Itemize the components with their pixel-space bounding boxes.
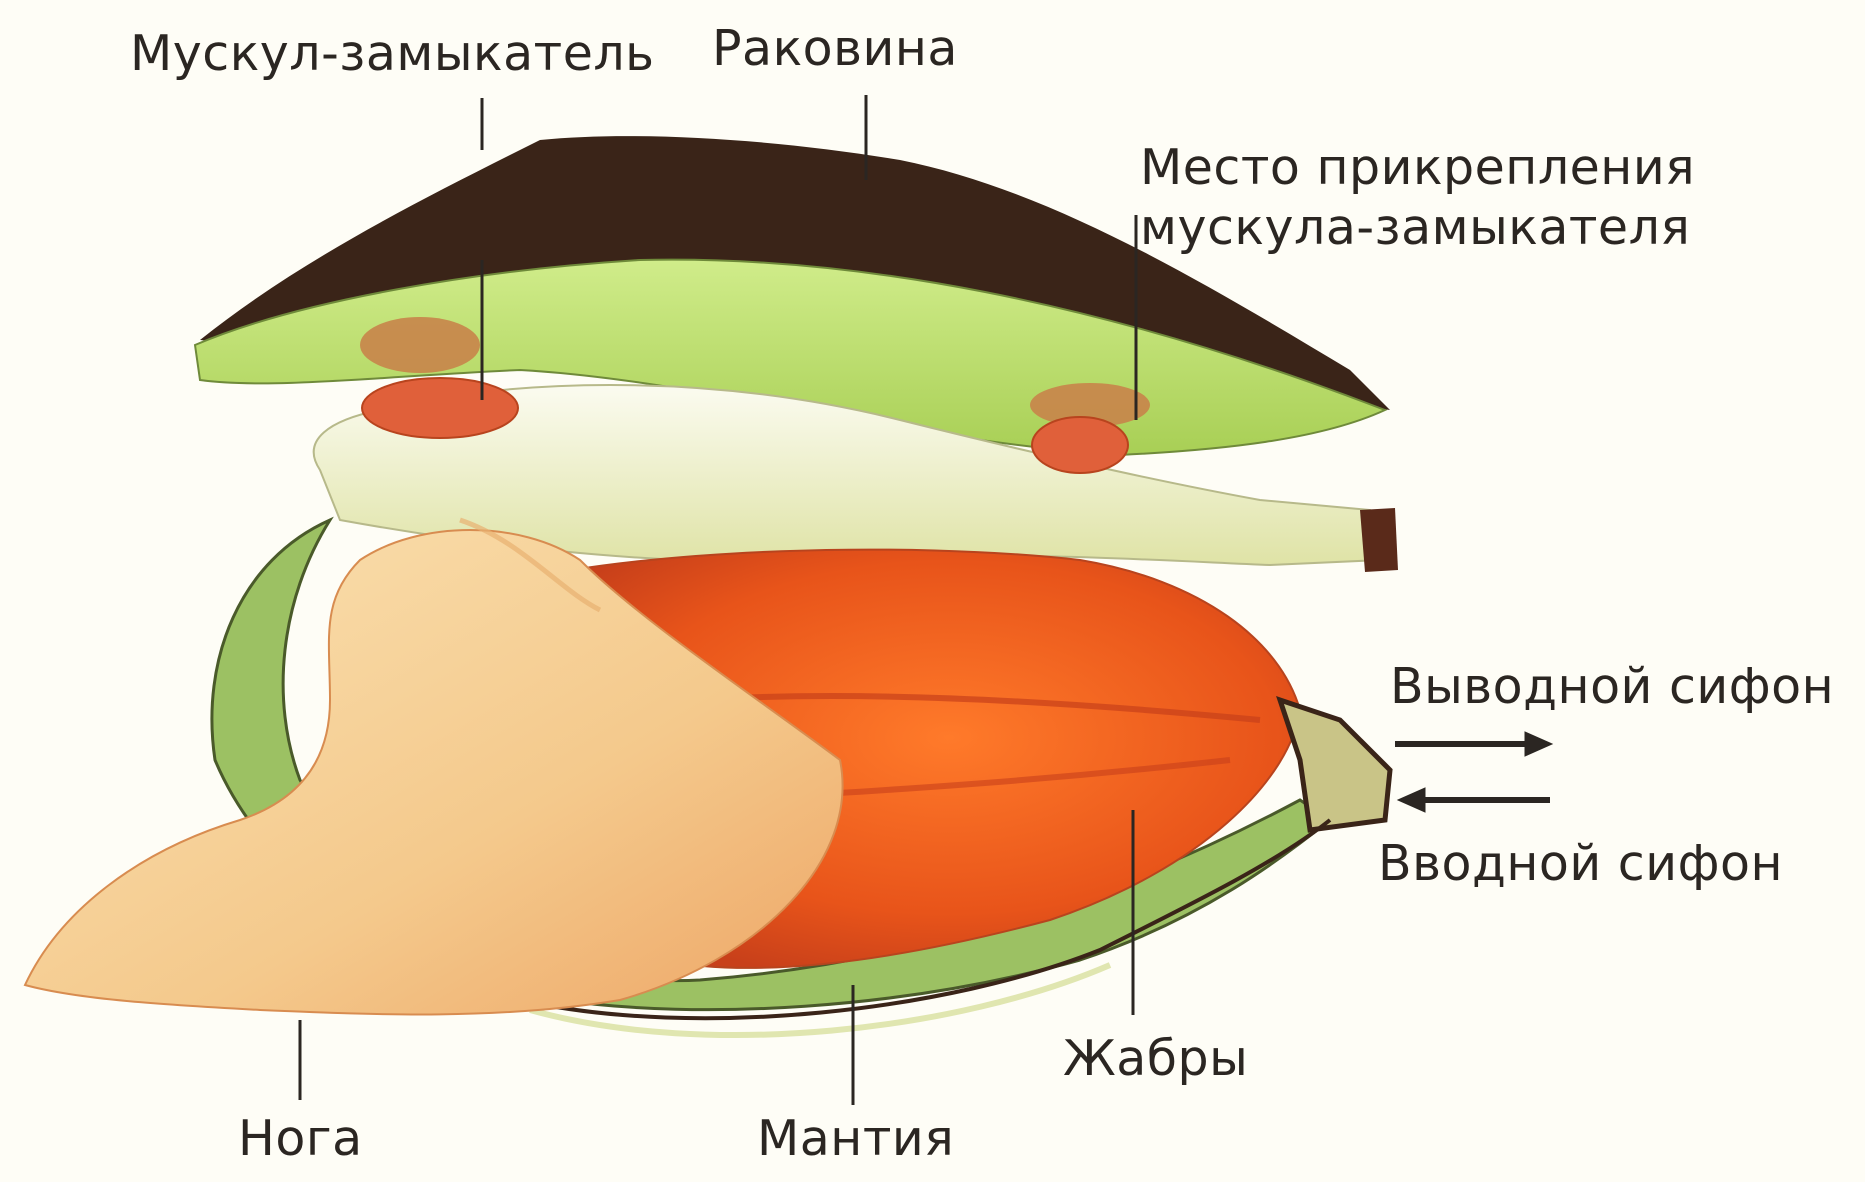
label-attachment-line1: Место прикрепления: [1140, 138, 1695, 198]
label-adductor-muscle: Мускул-замыкатель: [130, 25, 655, 82]
label-outlet-siphon: Выводной сифон: [1390, 658, 1834, 715]
inlet-arrow: [1398, 788, 1550, 812]
label-foot: Нога: [238, 1110, 363, 1167]
siphon-tube: [1360, 508, 1398, 572]
label-shell: Раковина: [712, 20, 958, 77]
anterior-adductor: [360, 317, 480, 373]
label-inlet-siphon: Вводной сифон: [1378, 835, 1783, 892]
label-attachment-line2: мускула-замыкателя: [1140, 198, 1695, 258]
label-attachment-site: Место прикрепления мускула-замыкателя: [1140, 138, 1695, 258]
outlet-arrow: [1395, 732, 1552, 756]
label-gills: Жабры: [1063, 1030, 1248, 1087]
label-mantle: Мантия: [757, 1110, 954, 1167]
